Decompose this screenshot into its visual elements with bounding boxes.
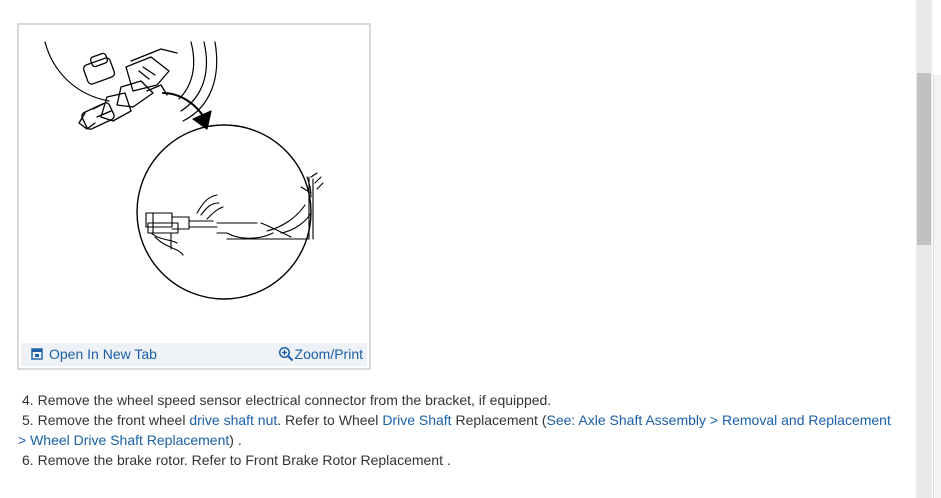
open-in-new-tab-icon <box>31 348 43 360</box>
drive-shaft-nut-link[interactable]: drive shaft nut <box>189 412 278 428</box>
step-5: 5. Remove the front wheel drive shaft nu… <box>18 410 898 450</box>
figure-card: Open In New Tab Zoom/Print <box>17 23 371 370</box>
step-number: 4. <box>22 392 34 408</box>
drive-shaft-link[interactable]: Drive Shaft <box>382 412 452 428</box>
step-4: 4. Remove the wheel speed sensor electri… <box>18 390 898 410</box>
step-number: 5. <box>22 412 34 428</box>
see-axle-shaft-replacement-link[interactable]: See: Axle Shaft Assembly > Removal and R… <box>18 412 891 448</box>
step-number: 6. <box>22 452 34 468</box>
step-text: Remove the front wheel <box>37 412 190 428</box>
open-in-new-tab-link[interactable]: Open In New Tab <box>31 346 157 362</box>
step-text: . Refer to Wheel <box>277 412 383 428</box>
vertical-scrollbar[interactable] <box>916 0 941 498</box>
figure-toolbar: Open In New Tab Zoom/Print <box>21 343 367 366</box>
magnifier-plus-icon <box>278 346 293 362</box>
zoom-print-label: Zoom/Print <box>294 346 363 362</box>
scrollbar-thumb[interactable] <box>917 73 931 245</box>
procedure-steps: 4. Remove the wheel speed sensor electri… <box>18 390 898 470</box>
step-text: Replacement ( <box>451 412 547 428</box>
step-6: 6. Remove the brake rotor. Refer to Fron… <box>18 450 898 470</box>
outer-scrollbar-track[interactable] <box>933 75 941 498</box>
step-text: ) . <box>229 432 242 448</box>
scrollbar-track[interactable] <box>916 0 932 498</box>
technical-illustration <box>21 27 367 343</box>
step-text: Remove the wheel speed sensor electrical… <box>37 392 552 408</box>
open-in-new-tab-label: Open In New Tab <box>49 346 157 362</box>
step-text: Remove the brake rotor. Refer to Front B… <box>37 452 451 468</box>
zoom-print-link[interactable]: Zoom/Print <box>278 346 363 362</box>
